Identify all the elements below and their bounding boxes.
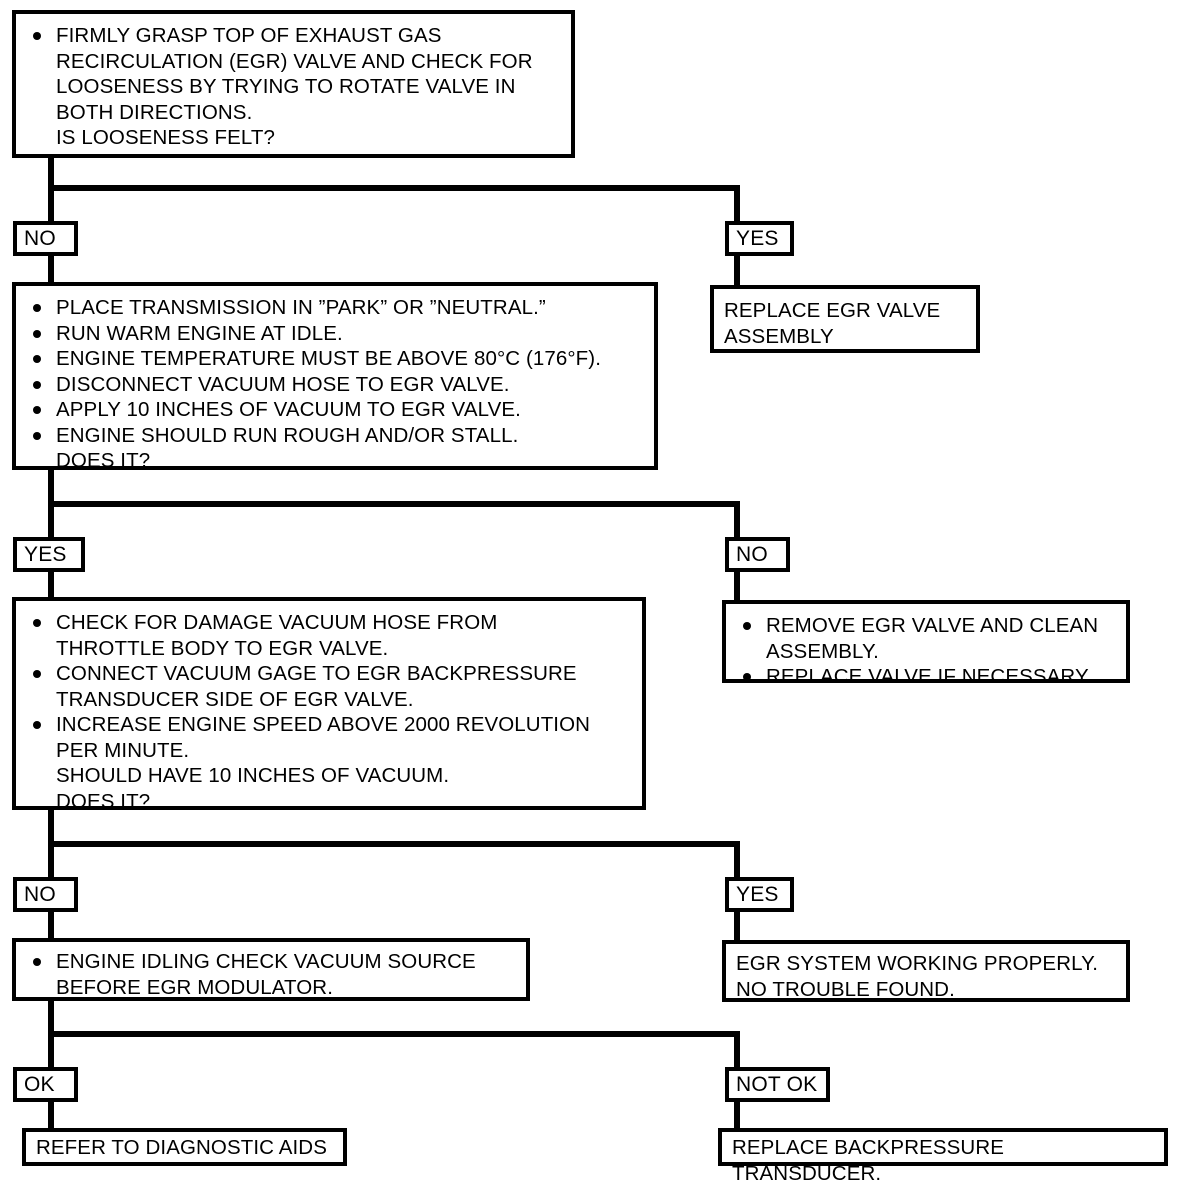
node-step4[interactable]: ENGINE IDLING CHECK VACUUM SOURCE BEFORE… (12, 938, 530, 1001)
node-step4-content: ENGINE IDLING CHECK VACUUM SOURCE BEFORE… (16, 942, 526, 1007)
node-step2[interactable]: PLACE TRANSMISSION IN ”PARK” OR ”NEUTRAL… (12, 282, 658, 472)
node-refer-to-diagnostic-aids-content: REFER TO DIAGNOSTIC AIDS (26, 1132, 343, 1164)
connector-no2-to-remove-clean (734, 568, 740, 601)
list-item: REMOVE EGR VALVE AND CLEAN ASSEMBLY. (736, 613, 1116, 664)
list-item: CHECK FOR DAMAGE VACUUM HOSE FROM THROTT… (26, 610, 632, 661)
branch-label-yes-2[interactable]: YES (13, 537, 85, 572)
list-item: REPLACE VALVE IF NECESSARY. (736, 664, 1116, 690)
branch-label-ok[interactable]: OK (13, 1067, 78, 1102)
list-item: DISCONNECT VACUUM HOSE TO EGR VALVE. (26, 372, 644, 398)
list-item: PLACE TRANSMISSION IN ”PARK” OR ”NEUTRAL… (26, 295, 644, 321)
node-egr-system-ok[interactable]: EGR SYSTEM WORKING PROPERLY. NO TROUBLE … (722, 940, 1130, 1002)
list-item: ENGINE TEMPERATURE MUST BE ABOVE 80°C (1… (26, 346, 644, 372)
branch-label-no-1[interactable]: NO (13, 221, 78, 256)
node-remove-and-clean-valve-content: REMOVE EGR VALVE AND CLEAN ASSEMBLY. REP… (726, 604, 1126, 697)
node-replace-egr-valve-assembly-text: REPLACE EGR VALVE ASSEMBLY (724, 299, 941, 348)
branch-label-no-3[interactable]: NO (13, 877, 78, 912)
connector-yes3-to-system-ok (734, 908, 740, 940)
node-step1[interactable]: FIRMLY GRASP TOP OF EXHAUST GAS RECIRCUL… (12, 10, 575, 158)
connector-ok-to-diagnostic-aids (48, 1098, 54, 1130)
list-item: INCREASE ENGINE SPEED ABOVE 2000 REVOLUT… (26, 712, 632, 814)
node-step3[interactable]: CHECK FOR DAMAGE VACUUM HOSE FROM THROTT… (12, 597, 646, 813)
connector-branch4-right-drop (734, 1031, 740, 1071)
connector-yes2-to-step3 (48, 568, 54, 598)
connector-yes1-to-replace-valve (734, 252, 740, 286)
branch-label-yes-1[interactable]: YES (725, 221, 794, 256)
connector-branch2-right-drop (734, 501, 740, 541)
list-item: APPLY 10 INCHES OF VACUUM TO EGR VALVE. (26, 397, 644, 423)
connector-branch2-horizontal (48, 501, 740, 507)
connector-no3-to-step4 (48, 908, 54, 939)
node-replace-egr-valve-assembly[interactable]: REPLACE EGR VALVE ASSEMBLY (710, 285, 980, 353)
node-step1-content: FIRMLY GRASP TOP OF EXHAUST GAS RECIRCUL… (16, 14, 571, 158)
list-item: FIRMLY GRASP TOP OF EXHAUST GAS RECIRCUL… (26, 23, 561, 125)
node-step2-content: PLACE TRANSMISSION IN ”PARK” OR ”NEUTRAL… (16, 286, 654, 481)
branch-label-no-2[interactable]: NO (725, 537, 790, 572)
node-replace-backpressure-transducer-text: REPLACE BACKPRESSURE TRANSDUCER. (732, 1136, 1005, 1180)
node-step3-list: CHECK FOR DAMAGE VACUUM HOSE FROM THROTT… (26, 610, 632, 814)
connector-branch4-horizontal (48, 1031, 740, 1037)
node-step3-content: CHECK FOR DAMAGE VACUUM HOSE FROM THROTT… (16, 601, 642, 821)
node-egr-system-ok-content: EGR SYSTEM WORKING PROPERLY. NO TROUBLE … (726, 944, 1126, 1010)
branch-label-not-ok[interactable]: NOT OK (725, 1067, 830, 1102)
node-remove-and-clean-valve[interactable]: REMOVE EGR VALVE AND CLEAN ASSEMBLY. REP… (722, 600, 1130, 688)
branch-label-yes-3[interactable]: YES (725, 877, 794, 912)
connector-branch1-right-drop (734, 185, 740, 225)
node-replace-backpressure-transducer[interactable]: REPLACE BACKPRESSURE TRANSDUCER. (718, 1128, 1168, 1180)
list-item: ENGINE IDLING CHECK VACUUM SOURCE BEFORE… (26, 949, 516, 1000)
node-replace-egr-valve-assembly-content: REPLACE EGR VALVE ASSEMBLY (714, 289, 976, 357)
list-item: ENGINE SHOULD RUN ROUGH AND/OR STALL. DO… (26, 423, 644, 474)
connector-branch1-horizontal (48, 185, 740, 191)
node-refer-to-diagnostic-aids-text: REFER TO DIAGNOSTIC AIDS (36, 1136, 327, 1159)
connector-no1-to-step2 (48, 252, 54, 282)
node-step2-list: PLACE TRANSMISSION IN ”PARK” OR ”NEUTRAL… (26, 295, 644, 474)
node-step1-list: FIRMLY GRASP TOP OF EXHAUST GAS RECIRCUL… (26, 23, 561, 151)
list-item: CONNECT VACUUM GAGE TO EGR BACKPRESSURE … (26, 661, 632, 712)
node-remove-and-clean-valve-list: REMOVE EGR VALVE AND CLEAN ASSEMBLY. REP… (736, 613, 1116, 690)
node-refer-to-diagnostic-aids[interactable]: REFER TO DIAGNOSTIC AIDS (22, 1128, 347, 1166)
connector-notok-to-replace-transducer (734, 1098, 740, 1130)
node-egr-system-ok-text: EGR SYSTEM WORKING PROPERLY. NO TROUBLE … (736, 952, 1099, 1001)
list-item: IS LOOSENESS FELT? (56, 126, 276, 149)
connector-branch3-right-drop (734, 841, 740, 881)
node-replace-backpressure-transducer-content: REPLACE BACKPRESSURE TRANSDUCER. (722, 1132, 1164, 1180)
connector-branch3-horizontal (48, 841, 740, 847)
list-item: RUN WARM ENGINE AT IDLE. (26, 321, 644, 347)
node-step4-list: ENGINE IDLING CHECK VACUUM SOURCE BEFORE… (26, 949, 516, 1000)
